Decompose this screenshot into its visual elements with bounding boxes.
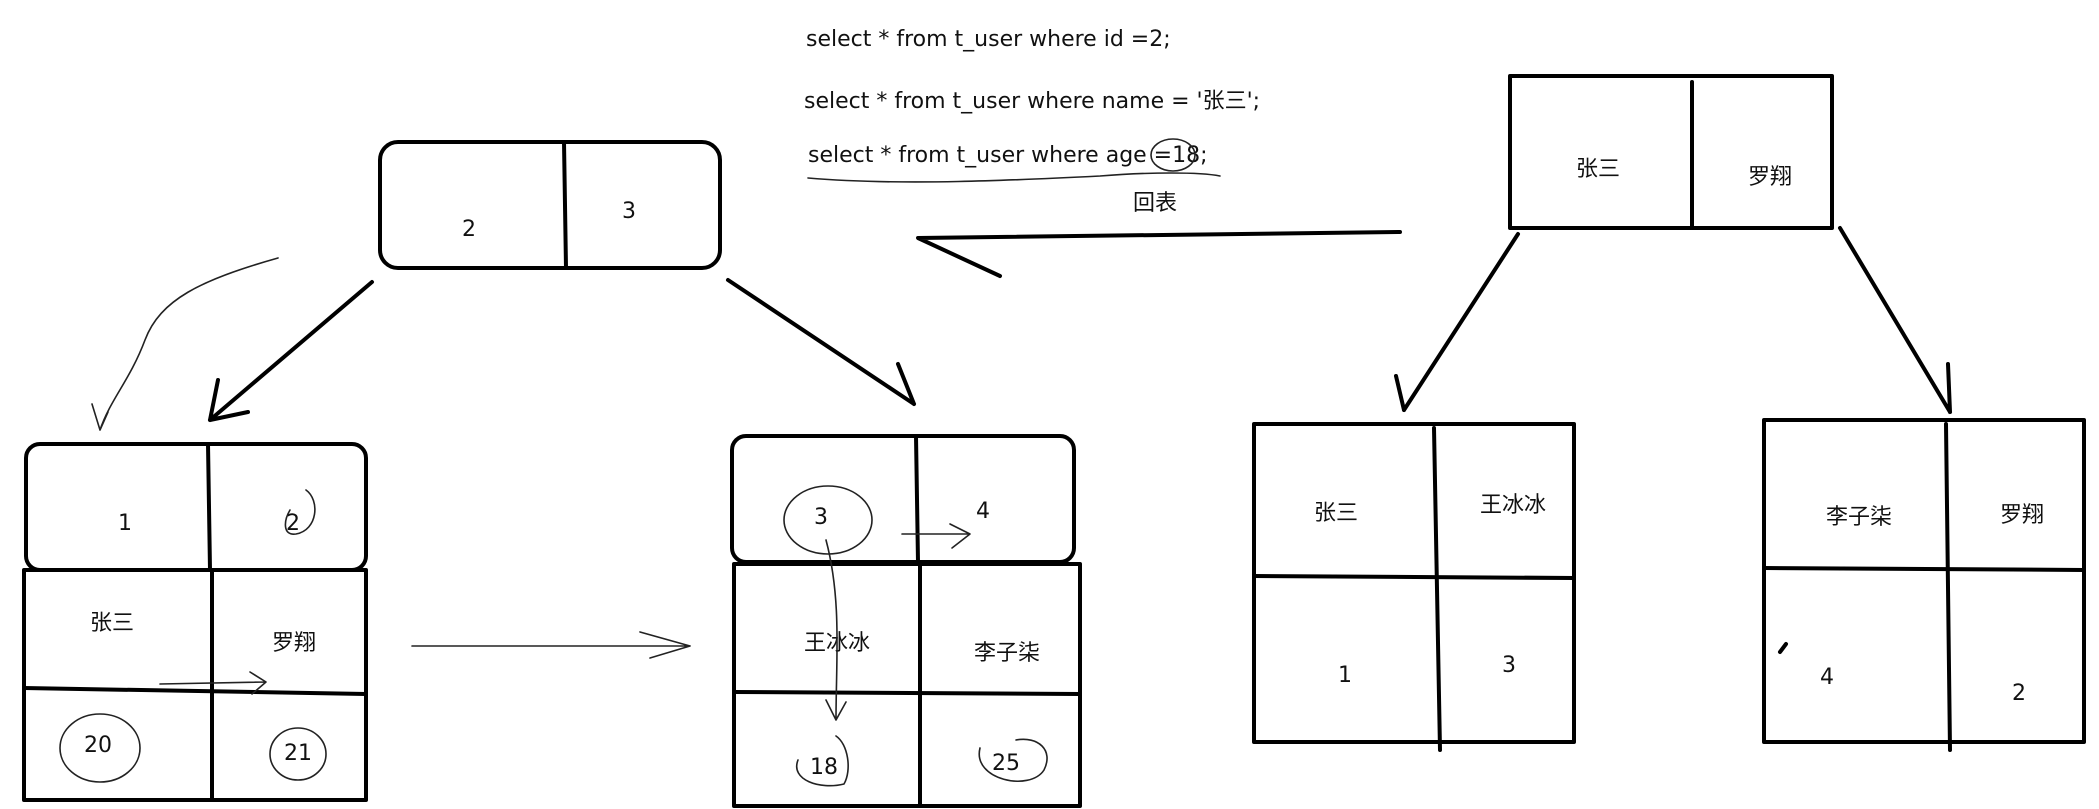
primary-root-node: 2 3 xyxy=(378,140,722,270)
back-lookup-arrow xyxy=(916,230,1402,278)
primary-leaf-right: 3 4 王冰冰 李子柒 18 25 xyxy=(730,434,1082,808)
primary-root-key-1: 2 xyxy=(462,217,476,242)
inner-scan-arrow xyxy=(159,671,267,695)
query-by-name: select * from t_user where name = '张三'; xyxy=(804,89,1260,114)
primary-left-name-1: 张三 xyxy=(90,611,134,636)
scan-curve-arrow xyxy=(91,257,279,431)
arrow-secondary-root-to-left-leaf xyxy=(1394,232,1520,412)
back-to-table-label: 回表 xyxy=(1133,191,1177,216)
secondary-right-key-1: 李子柒 xyxy=(1826,505,1892,530)
circle-20-mark xyxy=(59,713,141,783)
circle-21-mark xyxy=(269,727,327,781)
primary-left-age-1: 20 xyxy=(84,733,112,758)
secondary-left-key-1: 张三 xyxy=(1314,501,1358,526)
primary-right-age-1: 18 xyxy=(810,755,838,780)
arrow-root-to-left-leaf xyxy=(208,280,374,422)
query-underline xyxy=(807,172,1221,183)
circle-25-mark xyxy=(978,738,1048,782)
leaf-link-arrow xyxy=(411,631,691,659)
primary-leaf-left: 1 2 张三 罗翔 20 21 xyxy=(22,442,368,802)
secondary-leaf-right: 李子柒 罗翔 4 2 xyxy=(1762,418,2086,752)
secondary-left-id-2: 3 xyxy=(1502,653,1516,678)
pen-dot-mark xyxy=(1778,642,1788,654)
query-by-id: select * from t_user where id =2; xyxy=(806,27,1171,52)
secondary-root-key-2: 罗翔 xyxy=(1748,165,1792,190)
primary-right-age-2: 25 xyxy=(992,751,1020,776)
secondary-right-id-1: 4 xyxy=(1820,665,1834,690)
down-scan-arrow xyxy=(825,539,847,721)
arrow-secondary-root-to-right-leaf xyxy=(1838,226,1952,414)
secondary-root-key-1: 张三 xyxy=(1576,157,1620,182)
right-scan-arrow xyxy=(901,523,971,549)
primary-right-key-2: 4 xyxy=(976,499,990,524)
secondary-root-node: 张三 罗翔 xyxy=(1508,74,1834,230)
secondary-leaf-left: 张三 王冰冰 1 3 xyxy=(1252,422,1576,752)
circle-3-mark xyxy=(783,485,873,555)
arrow-root-to-right-leaf xyxy=(726,278,916,406)
primary-left-name-2: 罗翔 xyxy=(272,631,316,656)
primary-right-key-1: 3 xyxy=(814,505,828,530)
secondary-left-key-2: 王冰冰 xyxy=(1480,493,1546,518)
primary-left-key-1: 1 xyxy=(118,511,132,536)
secondary-right-key-2: 罗翔 xyxy=(2000,503,2044,528)
circle-18-leaf-mark xyxy=(795,735,849,787)
circle-18-mark xyxy=(1150,138,1196,172)
secondary-right-id-2: 2 xyxy=(2012,681,2026,706)
primary-left-age-2: 21 xyxy=(284,741,312,766)
primary-root-key-2: 3 xyxy=(622,199,636,224)
primary-right-name-2: 李子柒 xyxy=(974,641,1040,666)
circle-2-mark xyxy=(284,489,316,535)
query-by-age: select * from t_user where age =18; xyxy=(808,143,1208,168)
secondary-left-id-1: 1 xyxy=(1338,663,1352,688)
primary-left-key-2: 2 xyxy=(286,511,300,536)
